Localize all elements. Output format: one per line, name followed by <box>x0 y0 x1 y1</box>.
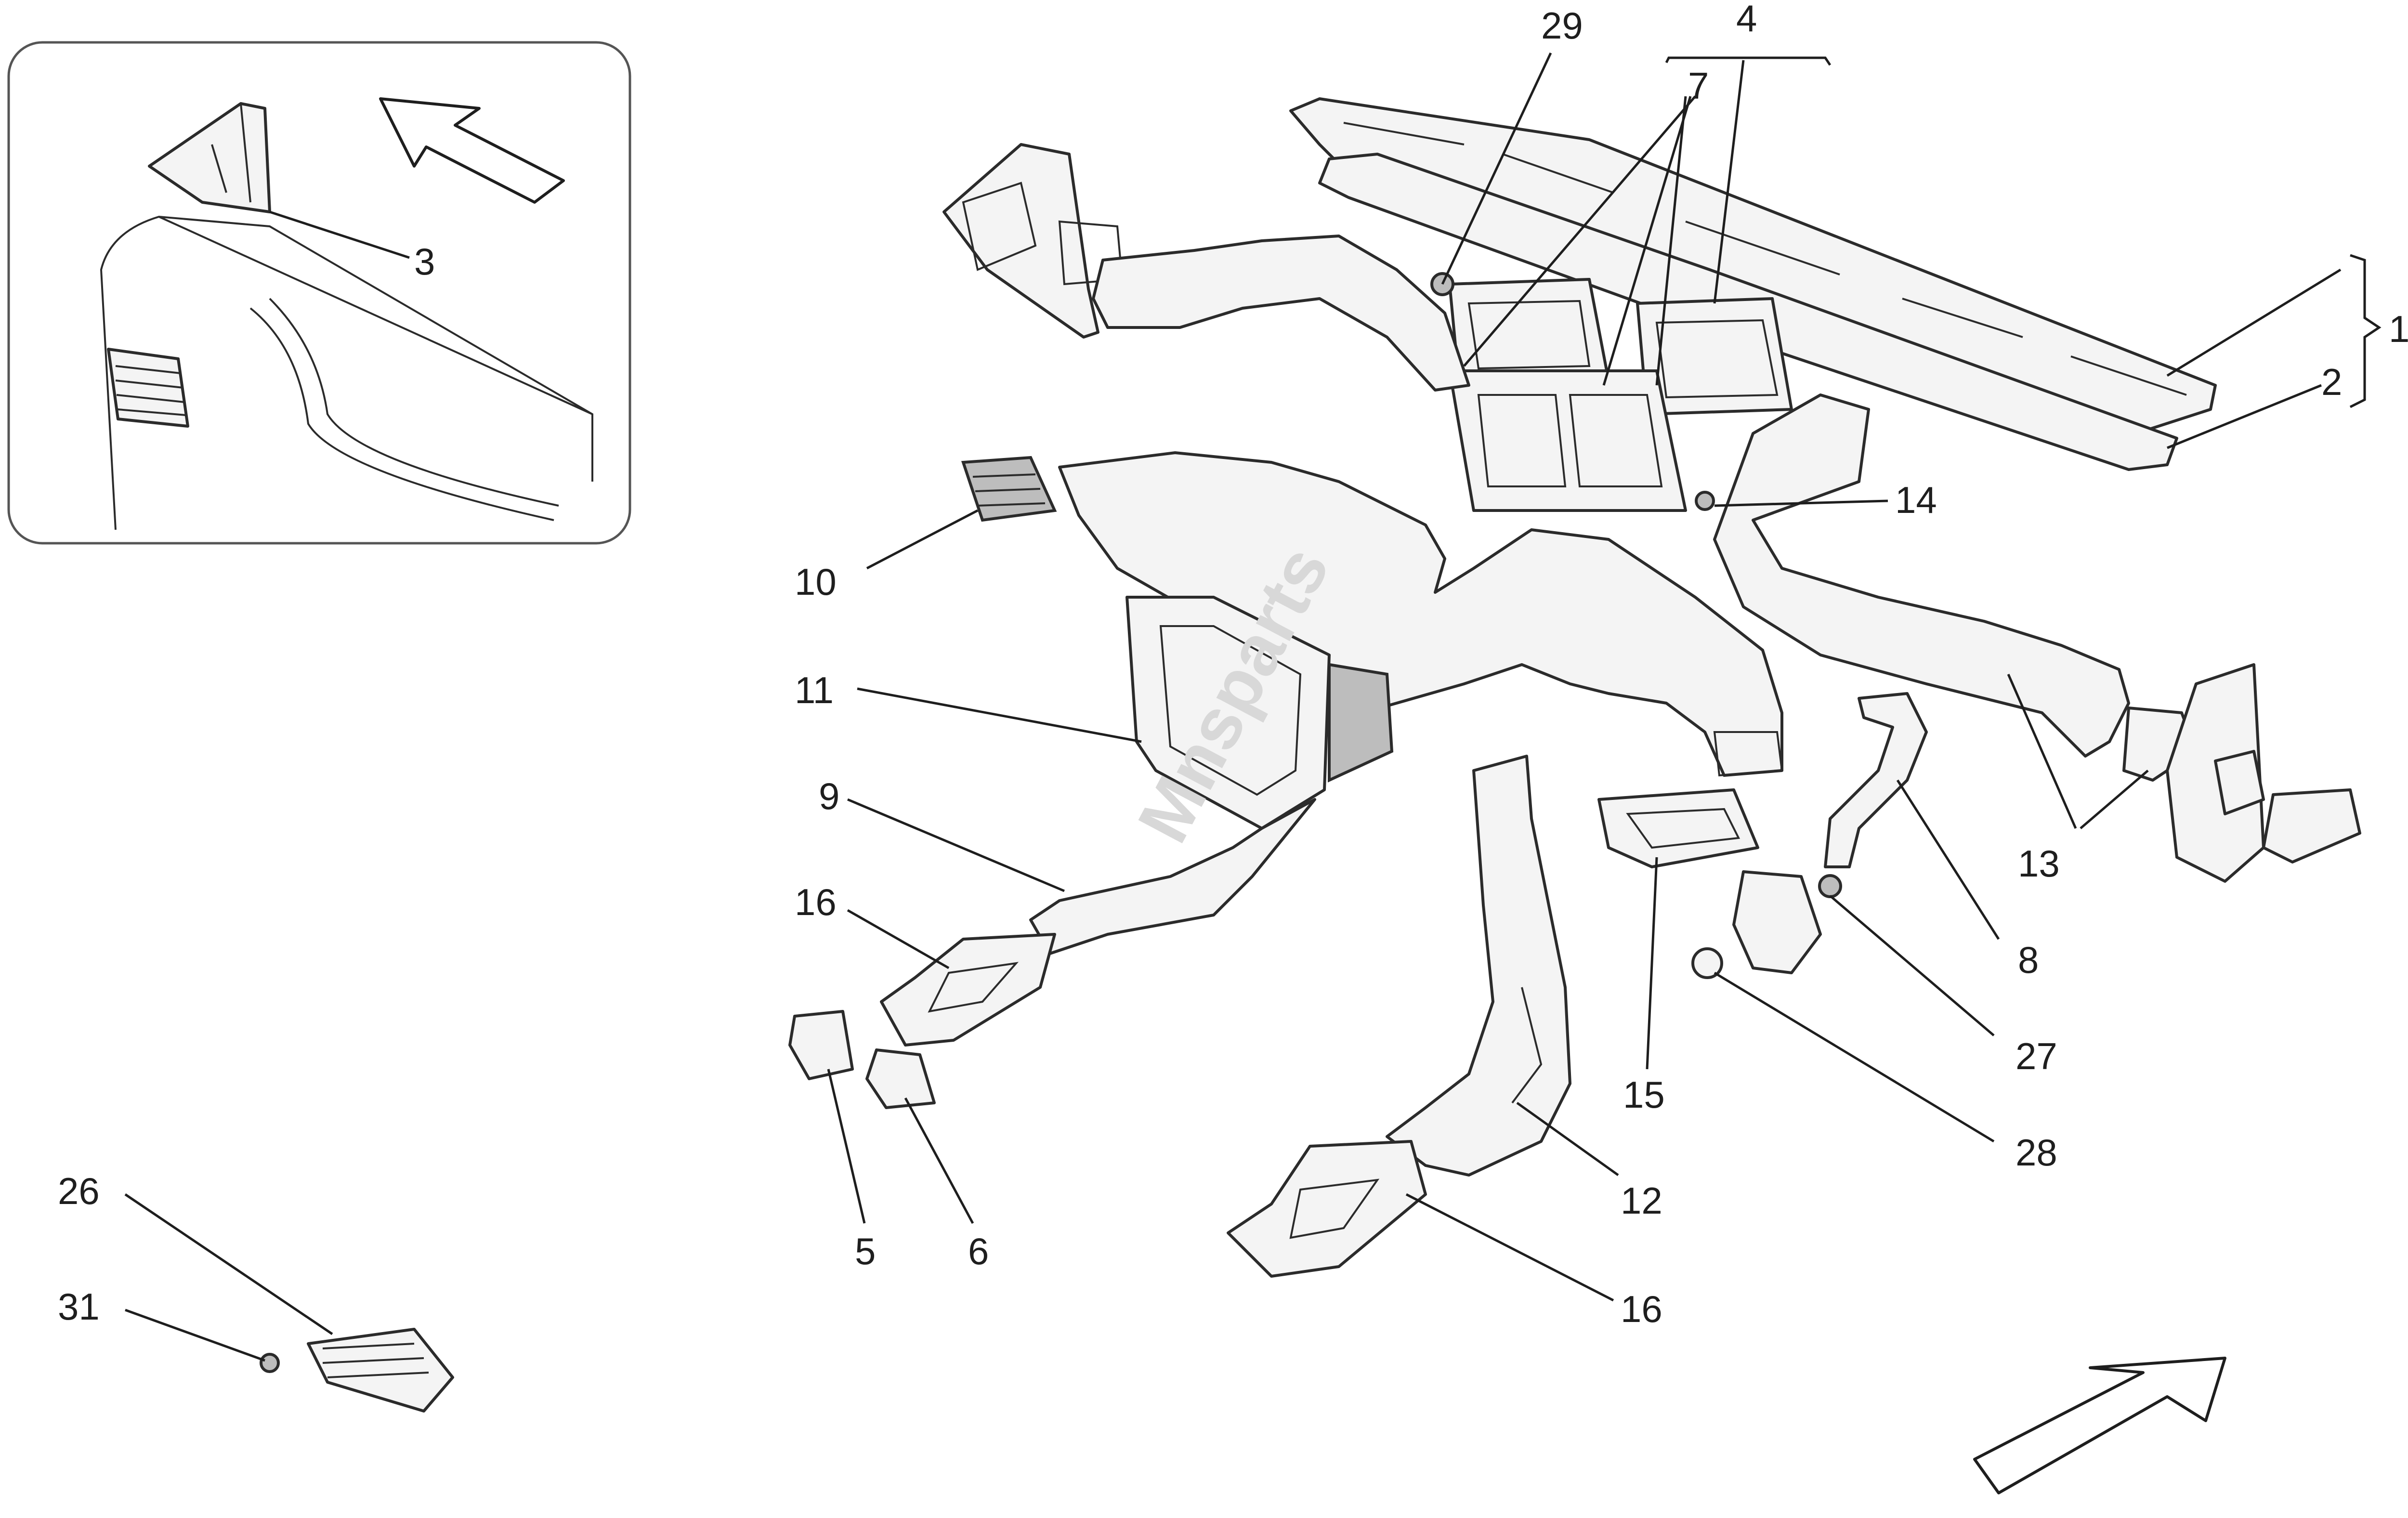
callout-5: 5 <box>855 1230 876 1272</box>
defrost-duct-slots <box>1343 122 2187 396</box>
callout-7: 7 <box>1688 65 1709 107</box>
left-side-vent-housing <box>942 143 1099 339</box>
right-side-vent-housing <box>2166 663 2265 883</box>
cover-part-6 <box>865 1048 936 1109</box>
detail-inset <box>7 41 631 545</box>
tweeter-cover-part-3 <box>148 102 271 213</box>
floor-duct-part-16-right <box>1227 1140 1427 1278</box>
callout-16-right: 16 <box>1621 1288 1662 1330</box>
upper-left-air-duct <box>1092 235 1470 392</box>
callout-13: 13 <box>2018 842 2060 885</box>
right-side-vent-bezel <box>2166 663 2361 883</box>
center-outlet-grilles <box>1467 300 1779 487</box>
callout-3: 3 <box>414 240 435 283</box>
screw-part-14 <box>1695 491 1715 511</box>
callout-15: 15 <box>1623 1073 1665 1116</box>
callout-1: 1 <box>2389 308 2408 350</box>
right-duct-body <box>1713 393 2130 758</box>
grommet-part-28 <box>1691 947 1723 979</box>
rear-duct-part-12 <box>1386 755 1571 1177</box>
vent-part-15 <box>1597 788 1759 868</box>
right-side-small-cover <box>2262 788 2361 864</box>
callout-10: 10 <box>795 561 837 603</box>
callout-11: 11 <box>795 669 834 711</box>
vent-part-10 <box>961 456 1057 522</box>
callout-4: 4 <box>1736 0 1757 39</box>
callout-2: 2 <box>2321 361 2342 403</box>
callout-9: 9 <box>819 775 839 817</box>
callout-29: 29 <box>1541 4 1583 47</box>
screw-part-31 <box>260 1353 280 1373</box>
main-direction-arrow <box>1973 1357 2226 1494</box>
callout-8: 8 <box>2018 939 2039 981</box>
callout-labels: 3 29 4 7 1 2 14 10 11 9 16 5 6 15 12 16 … <box>58 0 2408 1330</box>
callout-28: 28 <box>2015 1131 2057 1174</box>
left-side-vent-bezel <box>942 143 1124 339</box>
right-side-vent-grille <box>2214 750 2265 815</box>
callout-6: 6 <box>968 1230 989 1272</box>
inset-direction-arrow <box>379 97 565 204</box>
callout-16-left: 16 <box>795 881 837 923</box>
hose-part-8 <box>1824 692 1928 868</box>
callout-31: 31 <box>58 1285 100 1328</box>
defrost-duct-part-1-2 <box>1289 97 2217 471</box>
callout-12: 12 <box>1621 1179 1662 1222</box>
cover-part-5 <box>788 1010 854 1080</box>
center-outlet-lower <box>1448 369 1687 512</box>
clip-part-27 <box>1818 874 1842 898</box>
center-vent-outlets-part-4-7 <box>1430 272 1793 512</box>
bracket-part-27 <box>1732 870 1822 974</box>
inset-door-handle <box>249 298 559 521</box>
console-duct-outlet <box>1713 731 1783 777</box>
inset-vent-grille <box>107 348 189 428</box>
vent-assembly-part-26 <box>307 1328 454 1413</box>
central-vent-frame-part-11 <box>1125 596 1394 830</box>
callout-26: 26 <box>58 1170 100 1212</box>
callout-27: 27 <box>2015 1035 2057 1077</box>
inset-door-panel <box>100 215 593 530</box>
callout-14: 14 <box>1895 479 1937 521</box>
leader-lines <box>124 52 2382 1362</box>
floor-duct-part-16-left <box>880 933 1056 1047</box>
